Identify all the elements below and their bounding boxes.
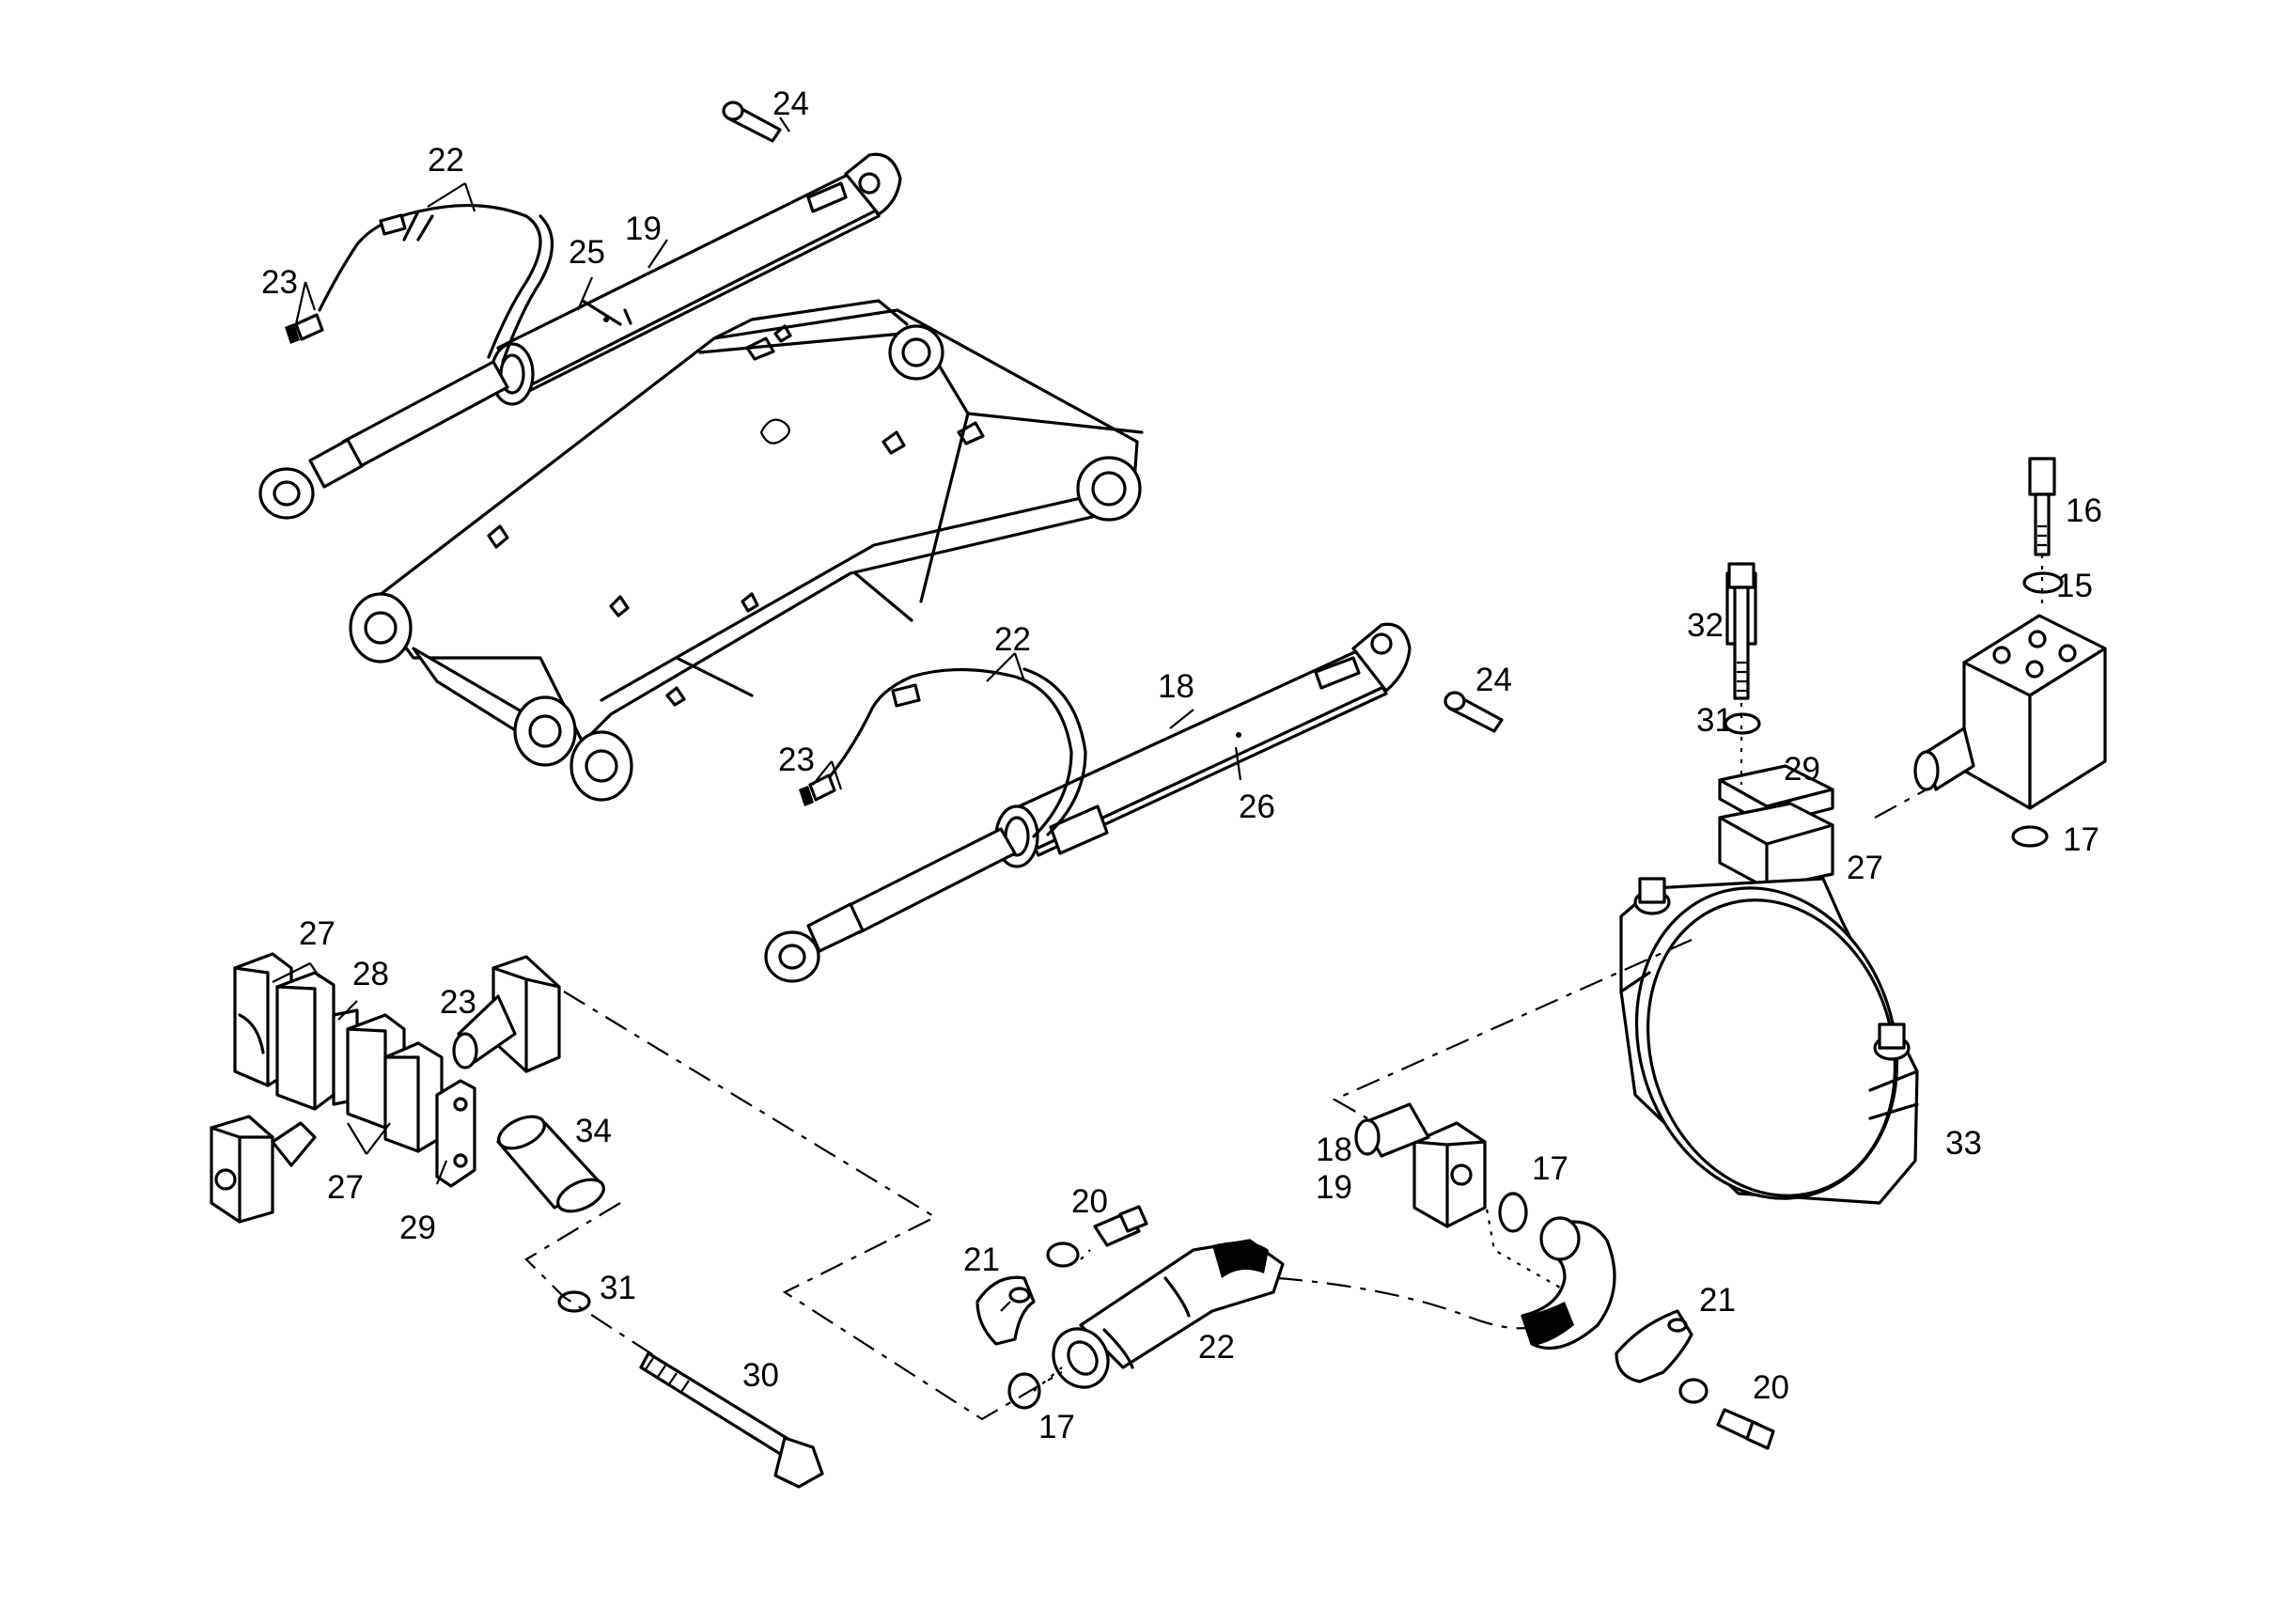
label-19: 19 [1316,1169,1352,1206]
label-20: 20 [1071,1183,1108,1220]
label-22: 22 [428,142,464,179]
o-ring-17-mid [1498,1192,1528,1233]
label-27: 27 [1847,850,1883,886]
label-31: 31 [1696,702,1733,739]
bolt-16 [2028,457,2056,556]
label-19: 19 [625,211,662,247]
clamp-half-21-right [1615,1309,1693,1383]
label-28: 28 [352,956,389,992]
bolt-30 [639,1351,824,1489]
washer-20-left [1046,1241,1080,1268]
assembly-center-lines [524,554,2044,1421]
label-21: 21 [963,1241,1000,1278]
screw-20-left [1093,1205,1148,1247]
label-20: 20 [1753,1369,1789,1406]
label-23: 23 [440,984,476,1021]
label-18: 18 [1316,1132,1352,1168]
label-16: 16 [2066,492,2102,529]
bolt-32 [1725,562,1757,700]
hydraulic-cylinder-lower [764,622,1412,983]
label-25: 25 [569,234,605,271]
label-26: 26 [1239,789,1275,825]
label-29: 29 [399,1210,436,1246]
label-24: 24 [772,86,809,122]
label-23: 23 [778,742,815,778]
label-23: 23 [261,264,298,301]
label-33: 33 [1945,1125,1982,1162]
label-24: 24 [1475,662,1512,698]
valve-block [1913,614,2107,810]
label-18: 18 [1158,668,1194,705]
pin-24-upper [722,101,782,143]
label-21: 21 [1699,1282,1736,1319]
label-17: 17 [2063,821,2099,858]
label-15: 15 [2056,568,2093,604]
washer-20-right [1678,1378,1708,1404]
screw-20-right [1716,1408,1775,1450]
label-22: 22 [994,621,1031,658]
pipe-clamp-33 [1619,877,1919,1205]
washer-31-upper [1724,712,1761,735]
label-17: 17 [1038,1409,1075,1445]
label-34: 34 [575,1113,612,1149]
o-ring-17-right [2011,825,2049,848]
clamp-group-left [210,952,605,1224]
label-27: 27 [327,1169,364,1206]
label-17: 17 [1532,1150,1568,1187]
boom-arm [349,299,1144,802]
washer-15 [2022,571,2064,594]
elbow-pipe [1521,1216,1616,1351]
o-ring-17-left [1007,1372,1041,1410]
label-30: 30 [742,1357,779,1394]
flange-18-19 [1354,1102,1487,1228]
leader-lines [272,117,1242,1312]
part-number-labels: 24 22 19 25 23 22 18 24 23 26 16 15 32 3… [261,86,2102,1445]
clamp-blocks-27-29-upper [1718,764,1834,890]
label-29: 29 [1784,751,1820,788]
label-27: 27 [299,915,335,952]
label-22: 22 [1198,1329,1235,1366]
pin-24-lower [1443,691,1504,733]
label-31: 31 [600,1270,636,1306]
washer-31-lower [557,1290,591,1313]
hydraulic-cylinder-upper [258,152,902,520]
clamp-half-21-left [975,1275,1036,1346]
pipe-22 [1052,1239,1285,1389]
label-32: 32 [1687,607,1724,644]
